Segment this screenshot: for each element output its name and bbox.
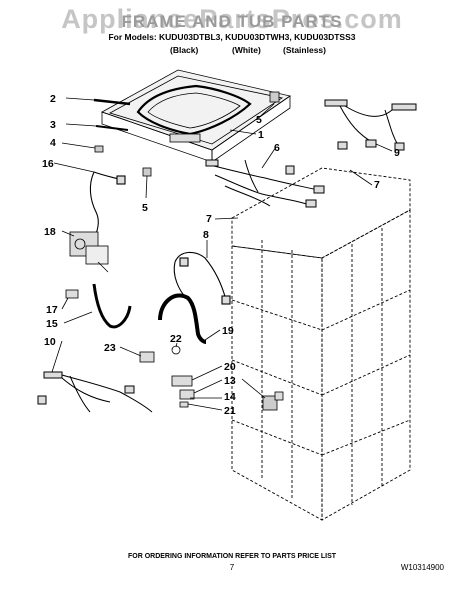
clamp-part	[171, 345, 181, 355]
document-number: W10314900	[400, 563, 444, 572]
trim-strip-part	[93, 98, 131, 106]
junction-box-part	[262, 395, 278, 411]
wire-harness-part-10	[37, 371, 153, 413]
frame-part	[231, 167, 411, 521]
rail-part	[95, 125, 129, 131]
callout-16: 16	[42, 158, 54, 170]
fitting-part	[179, 389, 195, 400]
fill-hose-part	[92, 283, 132, 329]
ordering-note: FOR ORDERING INFORMATION REFER TO PARTS …	[127, 553, 337, 560]
wire-harness-part	[205, 159, 325, 208]
water-valve-part	[69, 231, 109, 273]
callout-20: 20	[224, 361, 236, 373]
page-title: FRAME AND TUB PARTS	[121, 12, 343, 31]
clip-part-lower	[142, 167, 152, 177]
clip-part-upper	[269, 91, 280, 103]
wire-harness-part-9	[324, 99, 417, 151]
callout-7-right: 7	[374, 179, 380, 191]
clip-part	[94, 145, 104, 153]
callout-6: 6	[274, 142, 280, 154]
finish-stainless: (Stainless)	[283, 45, 326, 55]
callout-7-left: 7	[206, 213, 212, 225]
watermark-logo: AppliancePartsPros.com	[61, 4, 403, 34]
callout-22: 22	[170, 333, 182, 345]
callout-1: 1	[258, 129, 264, 141]
callout-19: 19	[222, 325, 234, 337]
callout-23: 23	[104, 342, 116, 354]
callout-18: 18	[44, 226, 56, 238]
finish-white: (White)	[232, 45, 261, 55]
clip-part-21	[179, 401, 189, 408]
callout-5-upper: 5	[256, 114, 262, 126]
callout-17: 17	[46, 304, 58, 316]
callout-2: 2	[50, 93, 56, 105]
bracket-part	[65, 289, 79, 299]
coupler-part	[139, 351, 155, 363]
callout-13: 13	[224, 375, 236, 387]
callout-9: 9	[394, 147, 400, 159]
terminal-part	[274, 391, 284, 401]
callout-14: 14	[224, 391, 236, 403]
callout-3: 3	[50, 119, 56, 131]
finish-black: (Black)	[170, 45, 199, 55]
callout-10: 10	[44, 336, 56, 348]
wire-part-16	[89, 171, 126, 235]
page-number: 7	[229, 563, 235, 572]
callout-4: 4	[50, 137, 56, 149]
callout-5-lower: 5	[142, 202, 148, 214]
drain-hose-part	[158, 293, 207, 344]
connector-part	[171, 375, 193, 387]
callout-21: 21	[224, 405, 236, 417]
callout-15: 15	[46, 318, 58, 330]
callout-8: 8	[203, 229, 209, 241]
tub-part	[101, 69, 291, 163]
model-list: For Models: KUDU03DTBL3, KUDU03DTWH3, KU…	[108, 32, 356, 42]
